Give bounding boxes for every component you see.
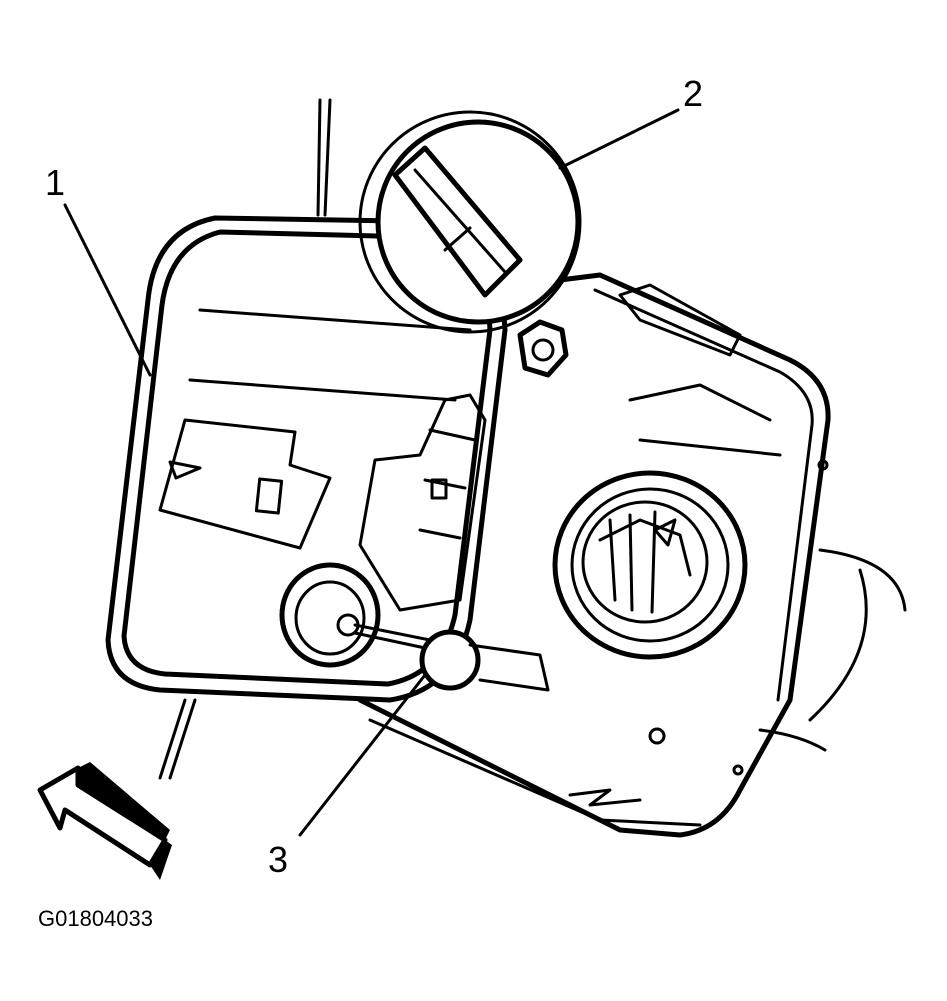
tether-clip bbox=[353, 623, 550, 692]
callout-3: 3 bbox=[268, 839, 289, 880]
fuel-filler-housing bbox=[357, 272, 907, 838]
detail-inset bbox=[358, 110, 582, 334]
body-reference-lines bbox=[158, 98, 332, 780]
callout-1: 1 bbox=[45, 162, 66, 203]
callout-2: 2 bbox=[683, 73, 704, 114]
figure-id: G01804033 bbox=[38, 906, 153, 931]
arrow-up-left-icon bbox=[37, 762, 172, 880]
leader-lines bbox=[63, 108, 680, 837]
